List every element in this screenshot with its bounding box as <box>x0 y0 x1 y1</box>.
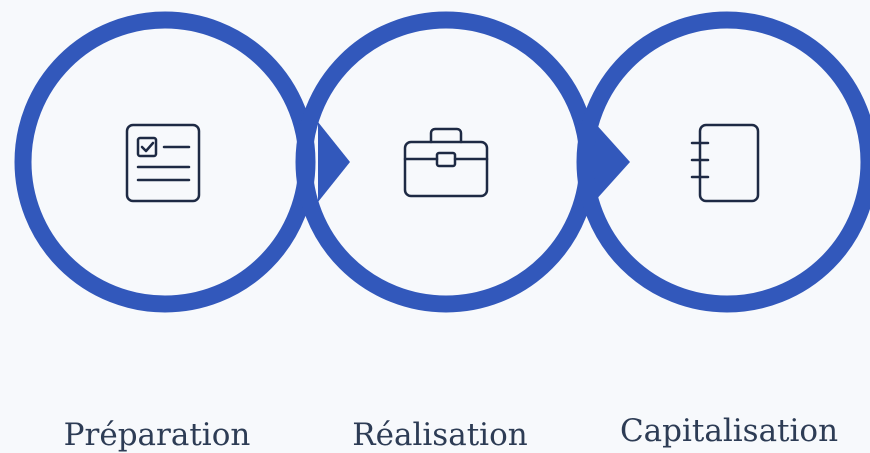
checklist-icon <box>125 123 201 203</box>
briefcase-icon <box>403 127 489 198</box>
step-label-capitalisation: Capitalisation <box>619 413 839 449</box>
step-label-preparation: Préparation <box>63 417 251 453</box>
step-label-realisation: Réalisation <box>352 417 528 453</box>
notebook-icon <box>690 123 760 203</box>
step-ring-capitalisation <box>576 11 870 313</box>
arrow-connector-2 <box>594 122 630 202</box>
step-ring-preparation <box>14 11 316 313</box>
arrow-connector-1 <box>318 122 350 202</box>
